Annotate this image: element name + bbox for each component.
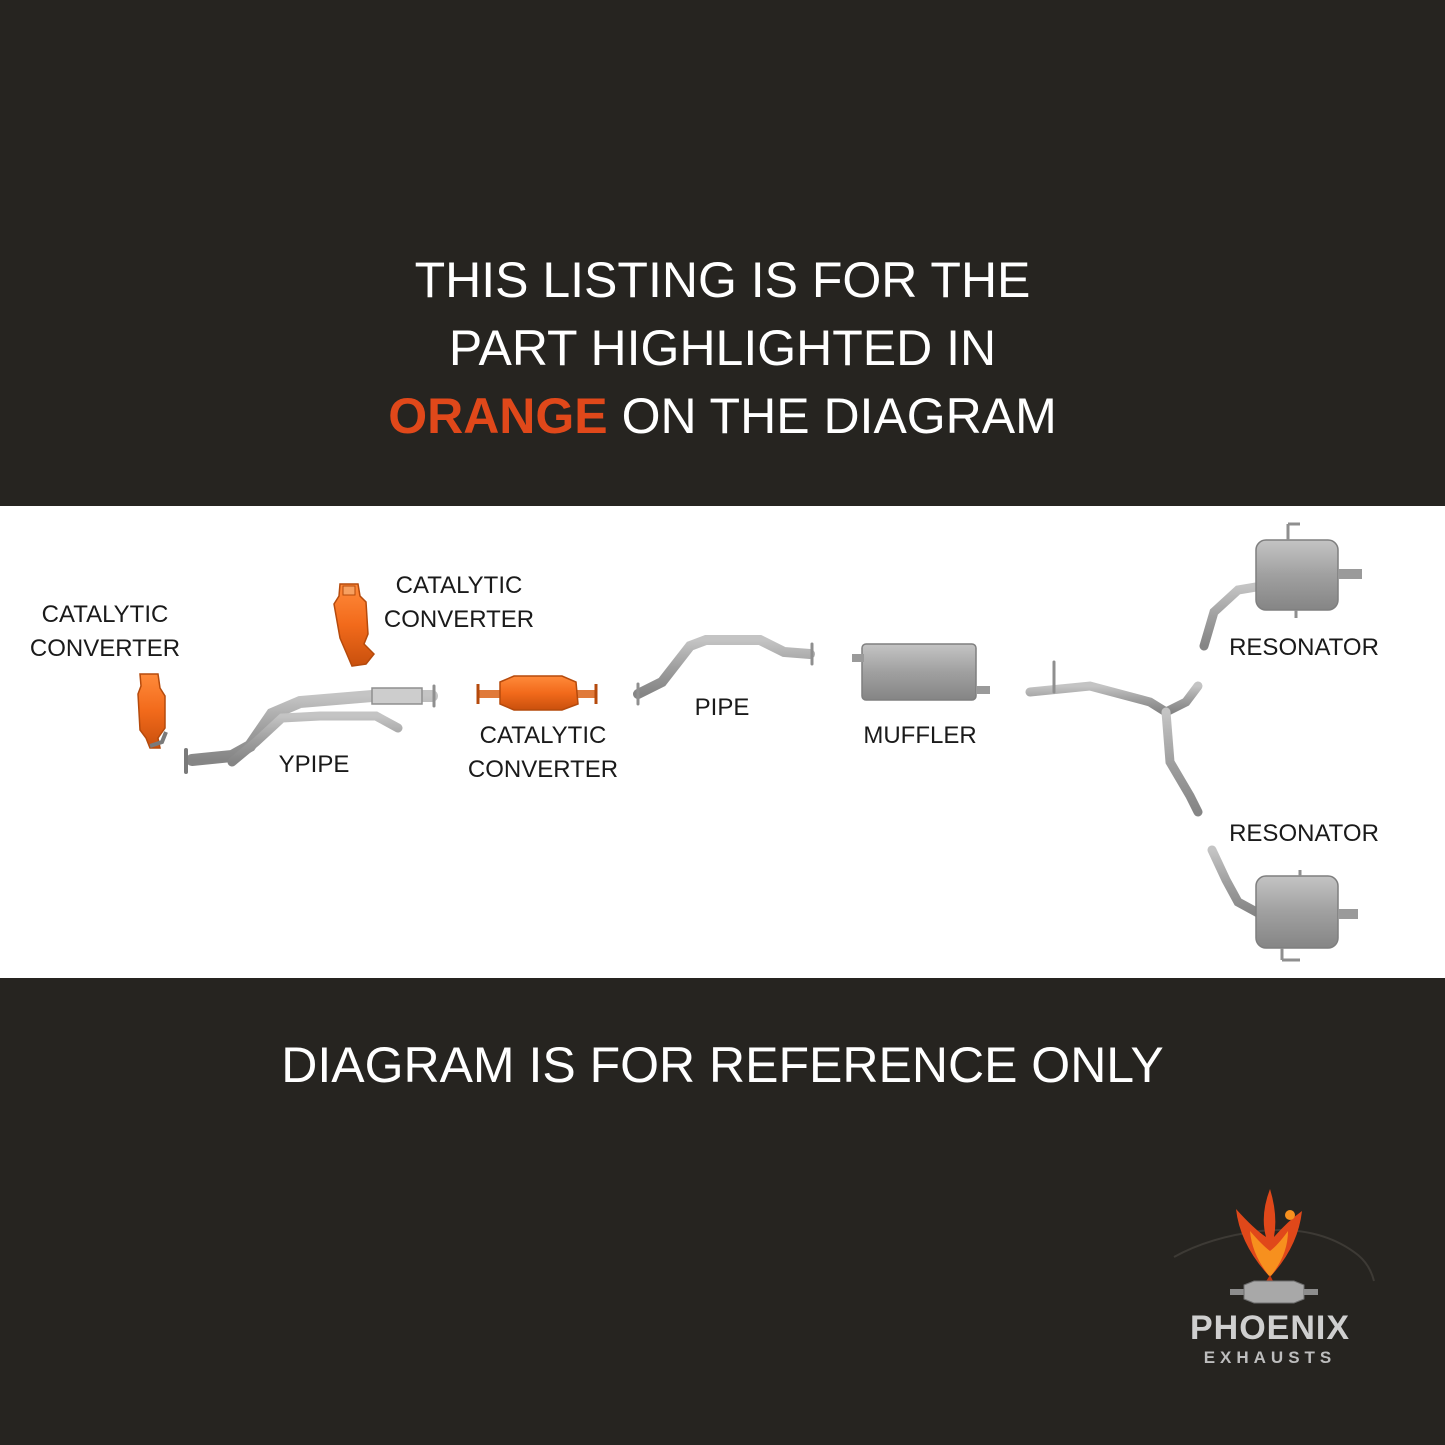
logo-name: PHOENIX [1189,1309,1351,1347]
label-catalytic-converter-top: CATALYTIC CONVERTER [383,572,535,633]
label-resonator-bottom: RESONATOR [1229,820,1379,847]
label-ypipe: YPIPE [278,751,350,778]
resonator-bottom [1207,845,1358,962]
headline: THIS LISTING IS FOR THE PART HIGHLIGHTED… [0,246,1445,450]
headline-line-3-rest: ON THE DIAGRAM [607,388,1057,444]
resonator-top [1199,522,1362,651]
muffler [852,643,990,701]
label-pipe: PIPE [694,694,750,721]
label-catalytic-converter-middle: CATALYTIC CONVERTER [467,722,619,783]
logo-subtitle: EXHAUSTS [1203,1348,1337,1367]
label-resonator-top: RESONATOR [1229,634,1379,661]
tail-pipe-split [1025,660,1203,817]
catalytic-converter-left [137,673,168,749]
exhaust-diagram [137,522,1362,962]
headline-line-2: PART HIGHLIGHTED IN [448,320,997,376]
exhaust-diagram-panel: CATALYTIC CONVERTER CATALYTIC CONVERTER … [0,506,1445,978]
catalytic-converter-middle [476,675,598,711]
label-muffler: MUFFLER [863,722,977,749]
y-pipe [184,684,438,774]
catalytic-converter-top [333,583,376,667]
headline-line-3: ORANGE ON THE DIAGRAM [0,382,1445,450]
headline-accent-word: ORANGE [388,388,608,444]
catalytic-converter-icon [1230,1280,1318,1304]
headline-line-1: THIS LISTING IS FOR THE [414,252,1031,308]
intermediate-pipe [633,635,815,706]
label-catalytic-converter-left: CATALYTIC CONVERTER [29,601,181,662]
car-silhouette-icon [1173,1229,1375,1282]
reference-note: DIAGRAM IS FOR REFERENCE ONLY [281,1037,1164,1093]
phoenix-exhausts-logo: PHOENIX EXHAUSTS [1170,1185,1380,1375]
